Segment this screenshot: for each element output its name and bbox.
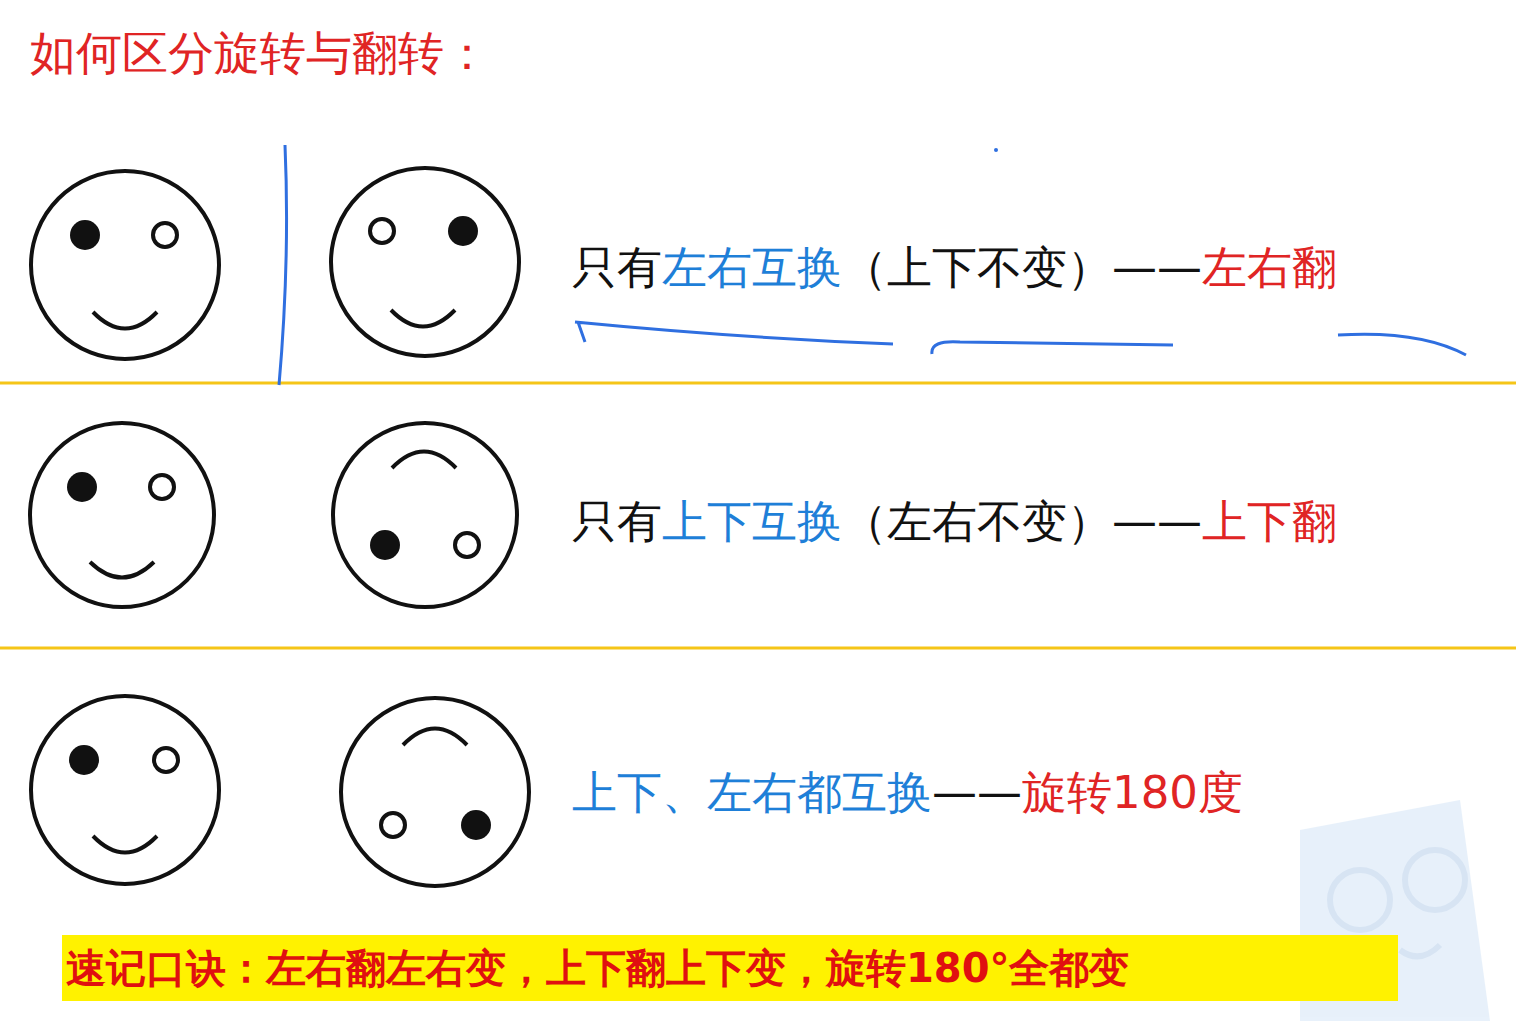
eyes — [67, 216, 491, 840]
mnemonic-text: 速记口诀：左右翻左右变，上下翻上下变，旋转180°全都变 — [66, 941, 1130, 996]
text-line: 只有左右互换（上下不变）——左右翻 — [572, 241, 1337, 295]
text-line: 只有上下互换（左右不变）——上下翻 — [572, 495, 1337, 549]
text-line: 上下、左右都互换——旋转180度 — [572, 766, 1243, 820]
label: 只有 — [572, 241, 662, 295]
underline — [1338, 334, 1466, 355]
separator — [0, 647, 1516, 650]
title: 如何区分旋转与翻转： — [30, 26, 490, 81]
mirror-line — [279, 145, 287, 385]
label: 左右翻 — [1202, 241, 1337, 295]
label: 左右互换 — [662, 241, 842, 295]
label: 上下翻 — [1202, 495, 1337, 549]
mnemonic-banner: 速记口诀：左右翻左右变，上下翻上下变，旋转180°全都变 — [62, 935, 1398, 1001]
label: 上下、左右都互换 — [572, 766, 932, 820]
faces — [30, 168, 529, 886]
label: 只有 — [572, 495, 662, 549]
label: （上下不变）—— — [842, 241, 1202, 295]
separator — [0, 382, 1516, 385]
label: 旋转180度 — [1022, 766, 1243, 820]
underline — [932, 342, 1173, 354]
underline — [575, 322, 893, 344]
label: —— — [932, 766, 1022, 820]
label: （左右不变）—— — [842, 495, 1202, 549]
label: 上下互换 — [662, 495, 842, 549]
